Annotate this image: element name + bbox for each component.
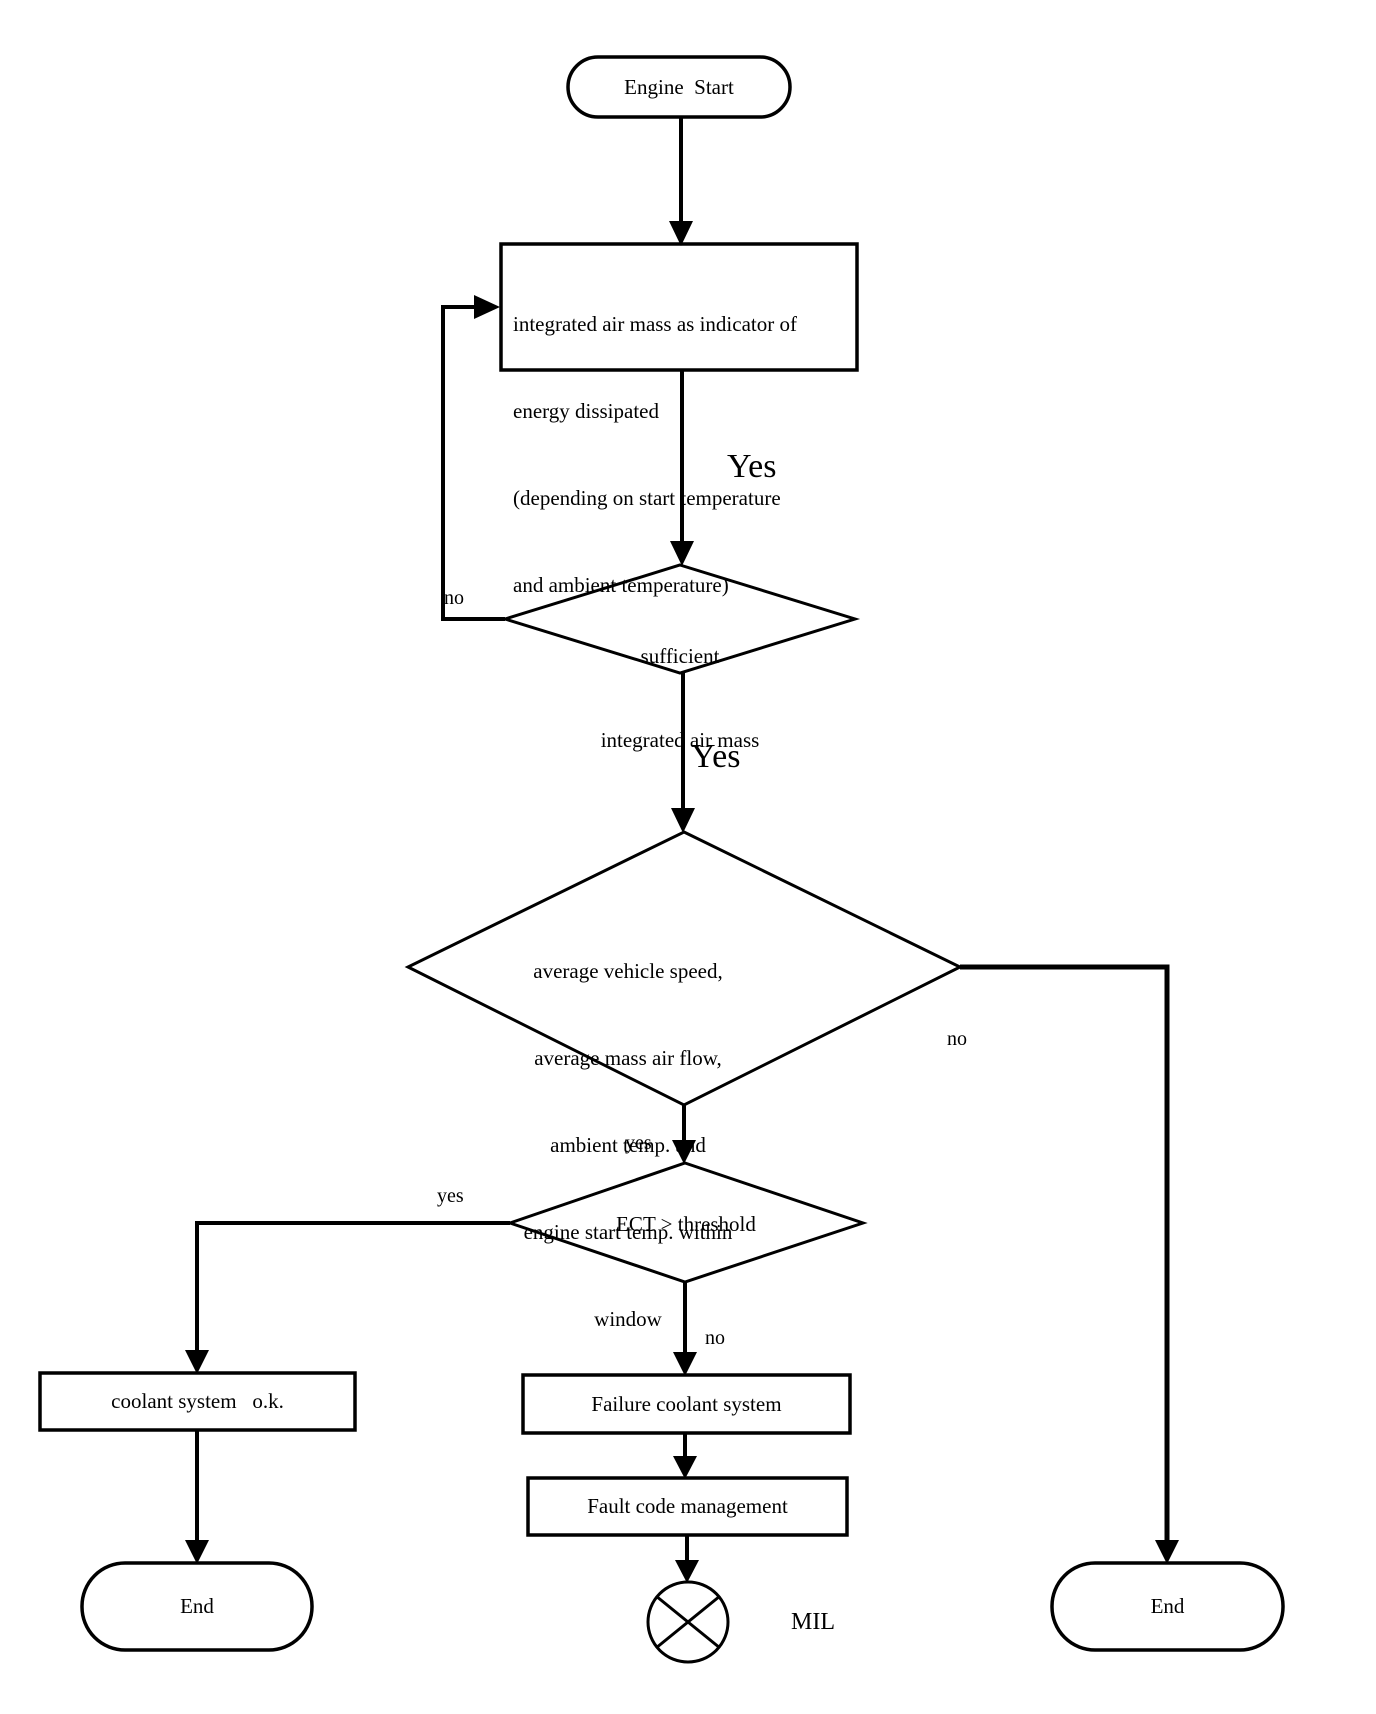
air-mass-line-4: and ambient temperature) [513, 573, 729, 597]
decision-sufficient-air-mass [499, 563, 861, 675]
process-coolant-ok-box [38, 1371, 357, 1432]
edge-decision1-no-loop [441, 305, 505, 621]
fault-code-label: Fault code management [587, 1494, 788, 1518]
arrowhead-into-decision1 [670, 541, 694, 566]
process-fault-code-box [526, 1476, 849, 1537]
air-mass-line-1: integrated air mass as indicator of [513, 312, 797, 336]
arrowhead-into-decision2 [671, 808, 695, 833]
sufficient-air-mass-line-2: integrated air mass [600, 728, 760, 752]
end-left-label: End [180, 1594, 214, 1618]
operating-window-line-3: ambient temp. and [550, 1133, 706, 1157]
arrowhead-loop-into-process [474, 295, 500, 319]
decision-ect-threshold [505, 1161, 868, 1284]
failure-coolant-label: Failure coolant system [591, 1391, 782, 1416]
decision-operating-window [404, 830, 964, 1107]
arrowhead-into-mil [675, 1560, 699, 1583]
edge-label-yes-decision1-to-decision2: Yes [691, 738, 741, 775]
operating-window-line-4: engine start temp. within [523, 1220, 733, 1244]
arrowhead-into-failure [673, 1352, 697, 1376]
coolant-ok-label: coolant system o.k. [111, 1389, 284, 1413]
edge-label-no-decision3-down: no [705, 1327, 725, 1349]
operating-window-line-1: average vehicle speed, [533, 959, 723, 983]
terminator-engine-start [566, 55, 792, 119]
air-mass-line-3: (depending on start temperature [513, 486, 781, 510]
edge-label-no-decision2-right: no [947, 1028, 967, 1050]
arrowhead-into-end-right [1155, 1540, 1179, 1564]
process-air-mass-box [499, 242, 859, 372]
arrowhead-into-fault-code [673, 1456, 697, 1479]
operating-window-label: average vehicle speed, average mass air … [508, 899, 748, 1392]
air-mass-process-label: integrated air mass as indicator of ener… [513, 252, 853, 658]
ect-threshold-label: ECT > threshold [616, 1212, 756, 1236]
arrowhead-into-process [669, 221, 693, 246]
mil-x-line-2 [655, 1594, 721, 1650]
engine-start-label: Engine Start [624, 74, 734, 99]
end-right-label: End [1150, 1594, 1185, 1618]
mil-indicator-icon [646, 1580, 730, 1664]
edge-label-yes-process-to-decision1: Yes [727, 448, 777, 485]
edge-decision2-no-to-end-right [960, 964, 1170, 1542]
operating-window-line-5: window [594, 1307, 662, 1331]
edge-label-yes-decision2-to-decision3: yes [625, 1132, 652, 1154]
edge-label-yes-decision3-left: yes [437, 1185, 464, 1207]
process-failure-coolant-box [521, 1373, 852, 1435]
arrowhead-into-end-left [185, 1540, 209, 1564]
edge-label-no-loop: no [444, 587, 464, 609]
mil-label: MIL [791, 1609, 835, 1635]
arrowhead-into-decision3 [672, 1140, 696, 1164]
sufficient-air-mass-line-1: sufficient [640, 644, 720, 668]
air-mass-line-2: energy dissipated [513, 399, 659, 423]
edge-decision3-yes-to-coolant-ok [195, 1221, 510, 1352]
operating-window-line-2: average mass air flow, [534, 1046, 722, 1070]
arrowhead-into-coolant-ok [185, 1350, 209, 1374]
sufficient-air-mass-label: sufficient integrated air mass [530, 586, 830, 810]
